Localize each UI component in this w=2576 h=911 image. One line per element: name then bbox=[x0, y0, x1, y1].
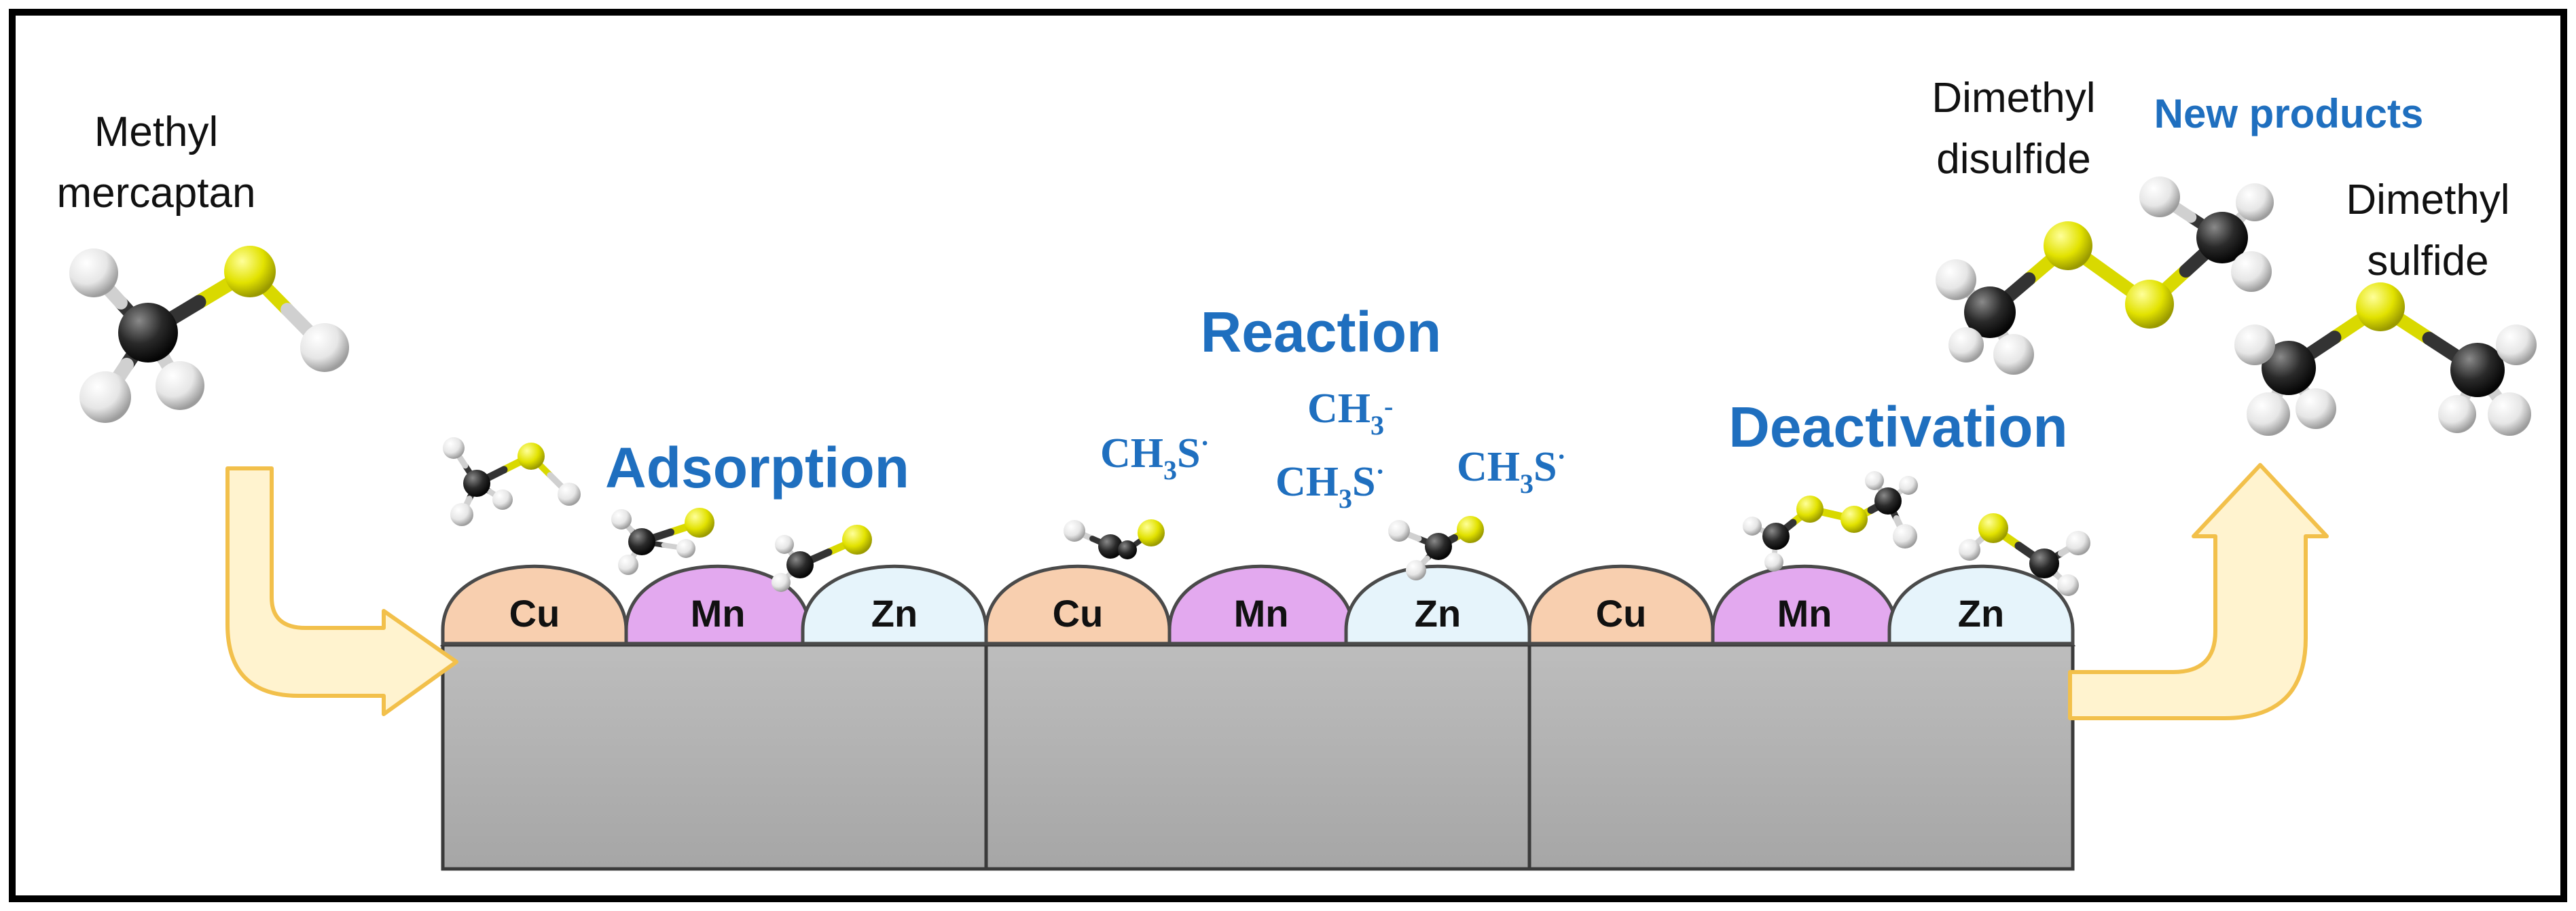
adsorbed-mercaptan-zn-3 bbox=[1959, 513, 2090, 596]
metal-label: Cu bbox=[1053, 592, 1104, 635]
metal-label: Zn bbox=[871, 592, 918, 635]
dmds-label-line1: Dimethyl bbox=[1931, 75, 2095, 122]
svg-text:CH3S·: CH3S· bbox=[1275, 456, 1385, 514]
svg-text:CH3S·: CH3S· bbox=[1457, 441, 1566, 499]
dimethyl-disulfide-molecule-icon bbox=[1936, 176, 2274, 375]
metal-label: Cu bbox=[509, 592, 560, 635]
metal-site-cu-1: Cu bbox=[441, 564, 628, 646]
species-1: CH3S· bbox=[1100, 428, 1210, 485]
adsorbed-mercaptan-mn-1 bbox=[611, 508, 714, 575]
inlet-arrow-icon bbox=[225, 466, 458, 716]
adsorbed-mercaptan-zn-1 bbox=[772, 525, 872, 592]
dms-label-line2: sulfide bbox=[2367, 238, 2488, 284]
catalyst-support bbox=[439, 630, 2076, 871]
adsorbed-fragment-zn-2 bbox=[1388, 516, 1484, 580]
species-3: CH3S· bbox=[1275, 456, 1385, 514]
methyl-mercaptan-molecule-icon bbox=[69, 246, 349, 423]
stage-label-deactivation: Deactivation bbox=[1728, 395, 2068, 459]
support-block-3 bbox=[1526, 630, 2076, 871]
dms-label: Dimethyl sulfide bbox=[2346, 176, 2509, 284]
outlet-arrow-icon bbox=[2068, 463, 2329, 720]
species-4: CH3S· bbox=[1457, 441, 1566, 499]
outer-frame bbox=[9, 9, 2567, 902]
dmds-label: Dimethyl disulfide bbox=[1931, 75, 2095, 183]
metal-label: Mn bbox=[1777, 592, 1832, 635]
svg-text:CH3S·: CH3S· bbox=[1100, 428, 1210, 485]
species-2: CH3- bbox=[1307, 386, 1393, 441]
stage-label-adsorption: Adsorption bbox=[605, 436, 909, 500]
adsorbed-dmds-mn-3 bbox=[1743, 471, 1918, 572]
svg-text:CH3-: CH3- bbox=[1307, 386, 1393, 441]
stage-label-reaction: Reaction bbox=[1201, 300, 1442, 364]
new-products-label: New products bbox=[2154, 91, 2424, 136]
metal-site-zn-3: Zn bbox=[1887, 564, 2075, 646]
metal-label: Mn bbox=[1234, 592, 1289, 635]
metal-label: Zn bbox=[1415, 592, 1461, 635]
adsorbed-fragment-cu-2 bbox=[1064, 520, 1123, 559]
reactant-label-line2: mercaptan bbox=[57, 170, 256, 217]
molecules bbox=[69, 176, 2537, 596]
reactant-label: Methyl mercaptan bbox=[57, 109, 256, 217]
metal-label: Zn bbox=[1958, 592, 2004, 635]
metal-sites: Cu Mn Zn Cu Mn Zn Cu Mn Zn bbox=[441, 564, 2075, 646]
metal-label: Cu bbox=[1596, 592, 1647, 635]
support-block-2 bbox=[983, 630, 1533, 871]
metal-site-mn-2: Mn bbox=[1167, 564, 1355, 646]
reactant-label-line1: Methyl bbox=[94, 109, 219, 155]
metal-site-cu-3: Cu bbox=[1527, 564, 1715, 646]
metal-site-cu-2: Cu bbox=[984, 564, 1172, 646]
metal-label: Mn bbox=[691, 592, 746, 635]
dms-label-line1: Dimethyl bbox=[2346, 176, 2509, 223]
dimethyl-sulfide-molecule-icon bbox=[2234, 282, 2537, 436]
methyl-mercaptan-small-molecule-icon bbox=[443, 437, 581, 526]
metal-site-zn-1: Zn bbox=[801, 564, 988, 646]
metal-site-mn-3: Mn bbox=[1711, 564, 1898, 646]
metal-site-mn-1: Mn bbox=[624, 564, 812, 646]
dmds-label-line2: disulfide bbox=[1936, 136, 2090, 183]
support-block-1 bbox=[439, 630, 990, 871]
adsorbed-fragment-mn-2 bbox=[1118, 519, 1165, 559]
metal-site-zn-2: Zn bbox=[1344, 564, 1531, 646]
